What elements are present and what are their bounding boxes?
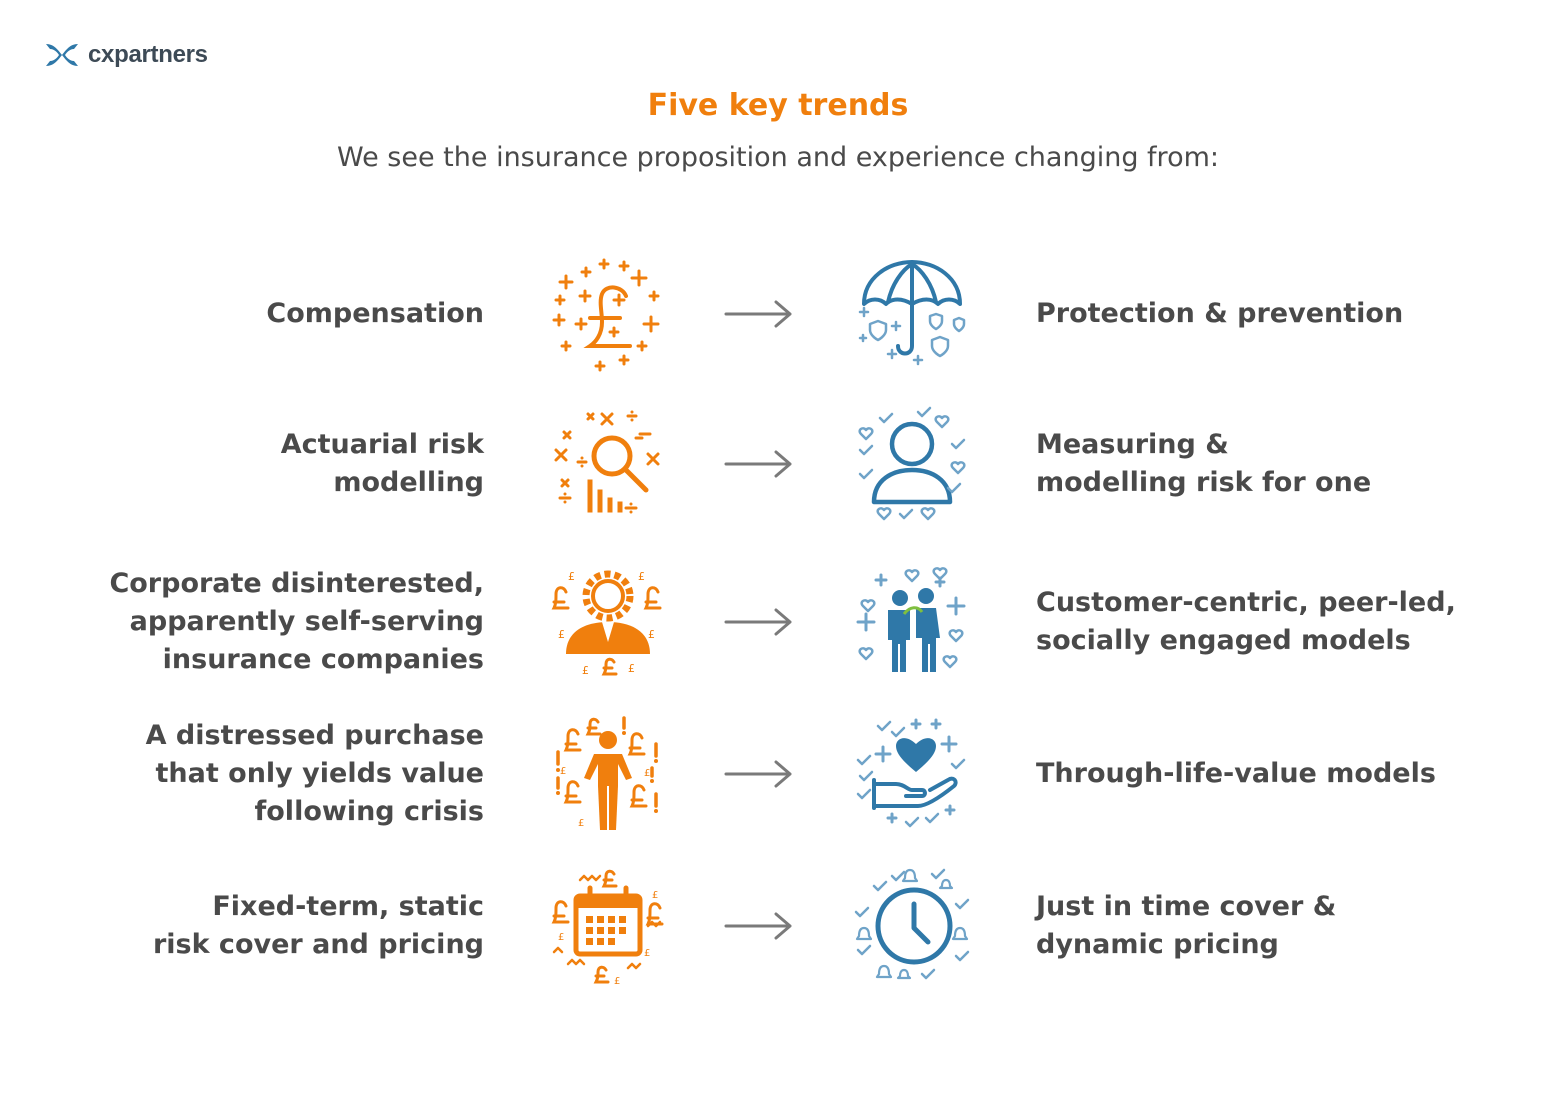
trend-to-line: Measuring & <box>1036 429 1229 460</box>
arrow-right-icon <box>724 608 792 636</box>
trend-to-label: Measuring & modelling risk for one <box>1036 426 1371 502</box>
pound-plus-icon <box>552 258 660 372</box>
trend-from-label: Fixed-term, static risk cover and pricin… <box>153 888 484 964</box>
trend-to-line: Customer-centric, peer-led, <box>1036 587 1456 618</box>
page-title: Five key trends <box>647 88 909 123</box>
arrow-right-icon <box>724 300 792 328</box>
svg-text:£: £ <box>638 570 645 583</box>
trend-to-line: Just in time cover & <box>1036 891 1337 922</box>
trend-to-line: modelling risk for one <box>1036 467 1372 498</box>
trend-from-line: Fixed-term, static <box>212 891 484 922</box>
trend-from-line: modelling <box>333 467 484 498</box>
trend-row-3: Corporate disinterested, apparently self… <box>0 562 1556 682</box>
hand-heart-icon <box>856 718 966 828</box>
svg-text:£: £ <box>652 890 658 901</box>
trend-to-label: Customer-centric, peer-led, socially eng… <box>1036 584 1456 660</box>
umbrella-shield-icon <box>858 260 966 366</box>
svg-text:£: £ <box>614 976 620 986</box>
trend-row-4: A distressed purchase that only yields v… <box>0 714 1556 834</box>
calendar-icon: £ £ £ £ <box>551 869 664 986</box>
magnifier-chart-icon <box>554 410 660 514</box>
trend-to-label: Through-life-value models <box>1036 755 1436 793</box>
trend-from-line: apparently self-serving <box>129 606 484 637</box>
trend-from-line: Actuarial risk <box>280 429 484 460</box>
trend-from-line: risk cover and pricing <box>152 929 484 960</box>
clock-icon <box>854 868 970 980</box>
svg-text:£: £ <box>558 932 564 943</box>
svg-text:£: £ <box>568 570 575 583</box>
trend-row-1: Compensation <box>0 254 1556 374</box>
svg-text:£: £ <box>628 662 635 675</box>
trend-from-line: Corporate disinterested, <box>109 568 484 599</box>
cxpartners-mark-icon <box>46 44 78 66</box>
trend-from-label: A distressed purchase that only yields v… <box>146 717 484 831</box>
svg-text:£: £ <box>578 818 584 829</box>
trend-from-label: Corporate disinterested, apparently self… <box>109 565 484 679</box>
trend-to-line: Protection & prevention <box>1036 298 1404 329</box>
trend-from-line: Compensation <box>266 298 484 329</box>
trend-from-label: Compensation <box>266 295 484 333</box>
trend-to-line: socially engaged models <box>1036 625 1411 656</box>
arrow-right-icon <box>724 912 792 940</box>
two-people-icon <box>856 567 966 672</box>
svg-text:£: £ <box>560 766 566 777</box>
svg-text:£: £ <box>558 628 565 641</box>
svg-text:£: £ <box>644 768 650 779</box>
brand-name: cxpartners <box>88 41 208 68</box>
gear-person-icon: £ £ £ £ £ £ <box>551 570 662 677</box>
trend-row-5: Fixed-term, static risk cover and pricin… <box>0 866 1556 986</box>
trend-from-line: insurance companies <box>162 644 484 675</box>
person-heart-icon <box>858 406 966 521</box>
svg-text:£: £ <box>582 664 589 677</box>
trend-to-label: Just in time cover & dynamic pricing <box>1036 888 1336 964</box>
trend-from-line: A distressed purchase <box>145 720 484 751</box>
trend-from-line: that only yields value <box>155 758 484 789</box>
trend-row-2: Actuarial risk modelling <box>0 404 1556 524</box>
trend-from-line: following crisis <box>254 796 484 827</box>
brand-logo: cxpartners <box>44 40 208 70</box>
page-subtitle: We see the insurance proposition and exp… <box>337 142 1219 173</box>
arrow-right-icon <box>724 450 792 478</box>
trend-to-line: dynamic pricing <box>1036 929 1279 960</box>
trend-from-label: Actuarial risk modelling <box>281 426 484 502</box>
distressed-person-icon: £ £ £ <box>556 716 658 830</box>
arrow-right-icon <box>724 760 792 788</box>
svg-text:£: £ <box>644 948 650 959</box>
trend-to-line: Through-life-value models <box>1036 758 1436 789</box>
trend-to-label: Protection & prevention <box>1036 295 1403 333</box>
svg-text:£: £ <box>648 628 655 641</box>
